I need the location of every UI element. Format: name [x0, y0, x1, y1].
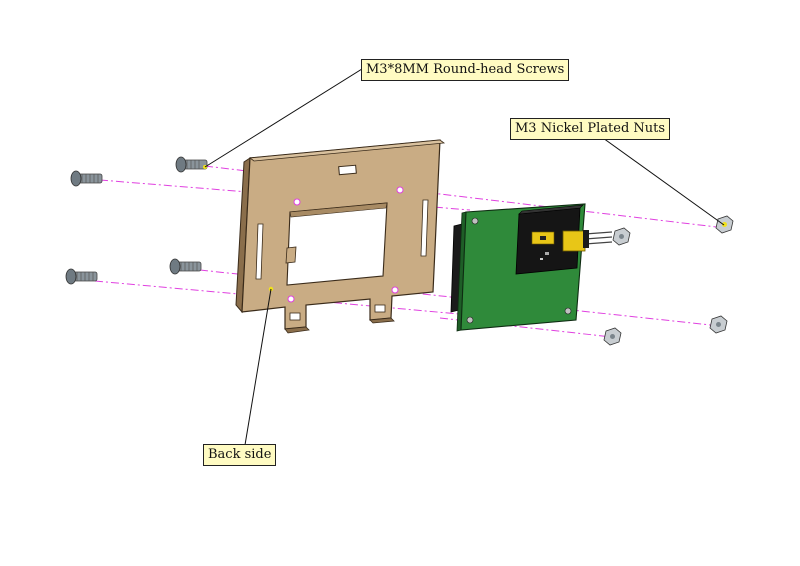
screw-top-left	[70, 170, 103, 187]
screw-bottom-left	[65, 268, 98, 285]
screw-top-right	[175, 156, 208, 173]
wooden-mounting-plate	[235, 139, 446, 334]
callout-back-side: Back side	[203, 444, 277, 466]
callout-nuts: M3 Nickel Plated Nuts	[510, 118, 671, 140]
pcb-camera-module	[450, 203, 613, 332]
nut-lower	[603, 327, 622, 346]
screw-bottom-right	[169, 258, 202, 275]
nut-lower-right	[709, 315, 728, 334]
header-pins	[584, 231, 613, 245]
callout-screws: M3*8MM Round-head Screws	[361, 59, 570, 81]
leader-nuts	[602, 137, 725, 226]
nut-mid	[612, 227, 631, 246]
leader-back-side	[244, 288, 272, 446]
nut-top-right	[715, 215, 734, 234]
